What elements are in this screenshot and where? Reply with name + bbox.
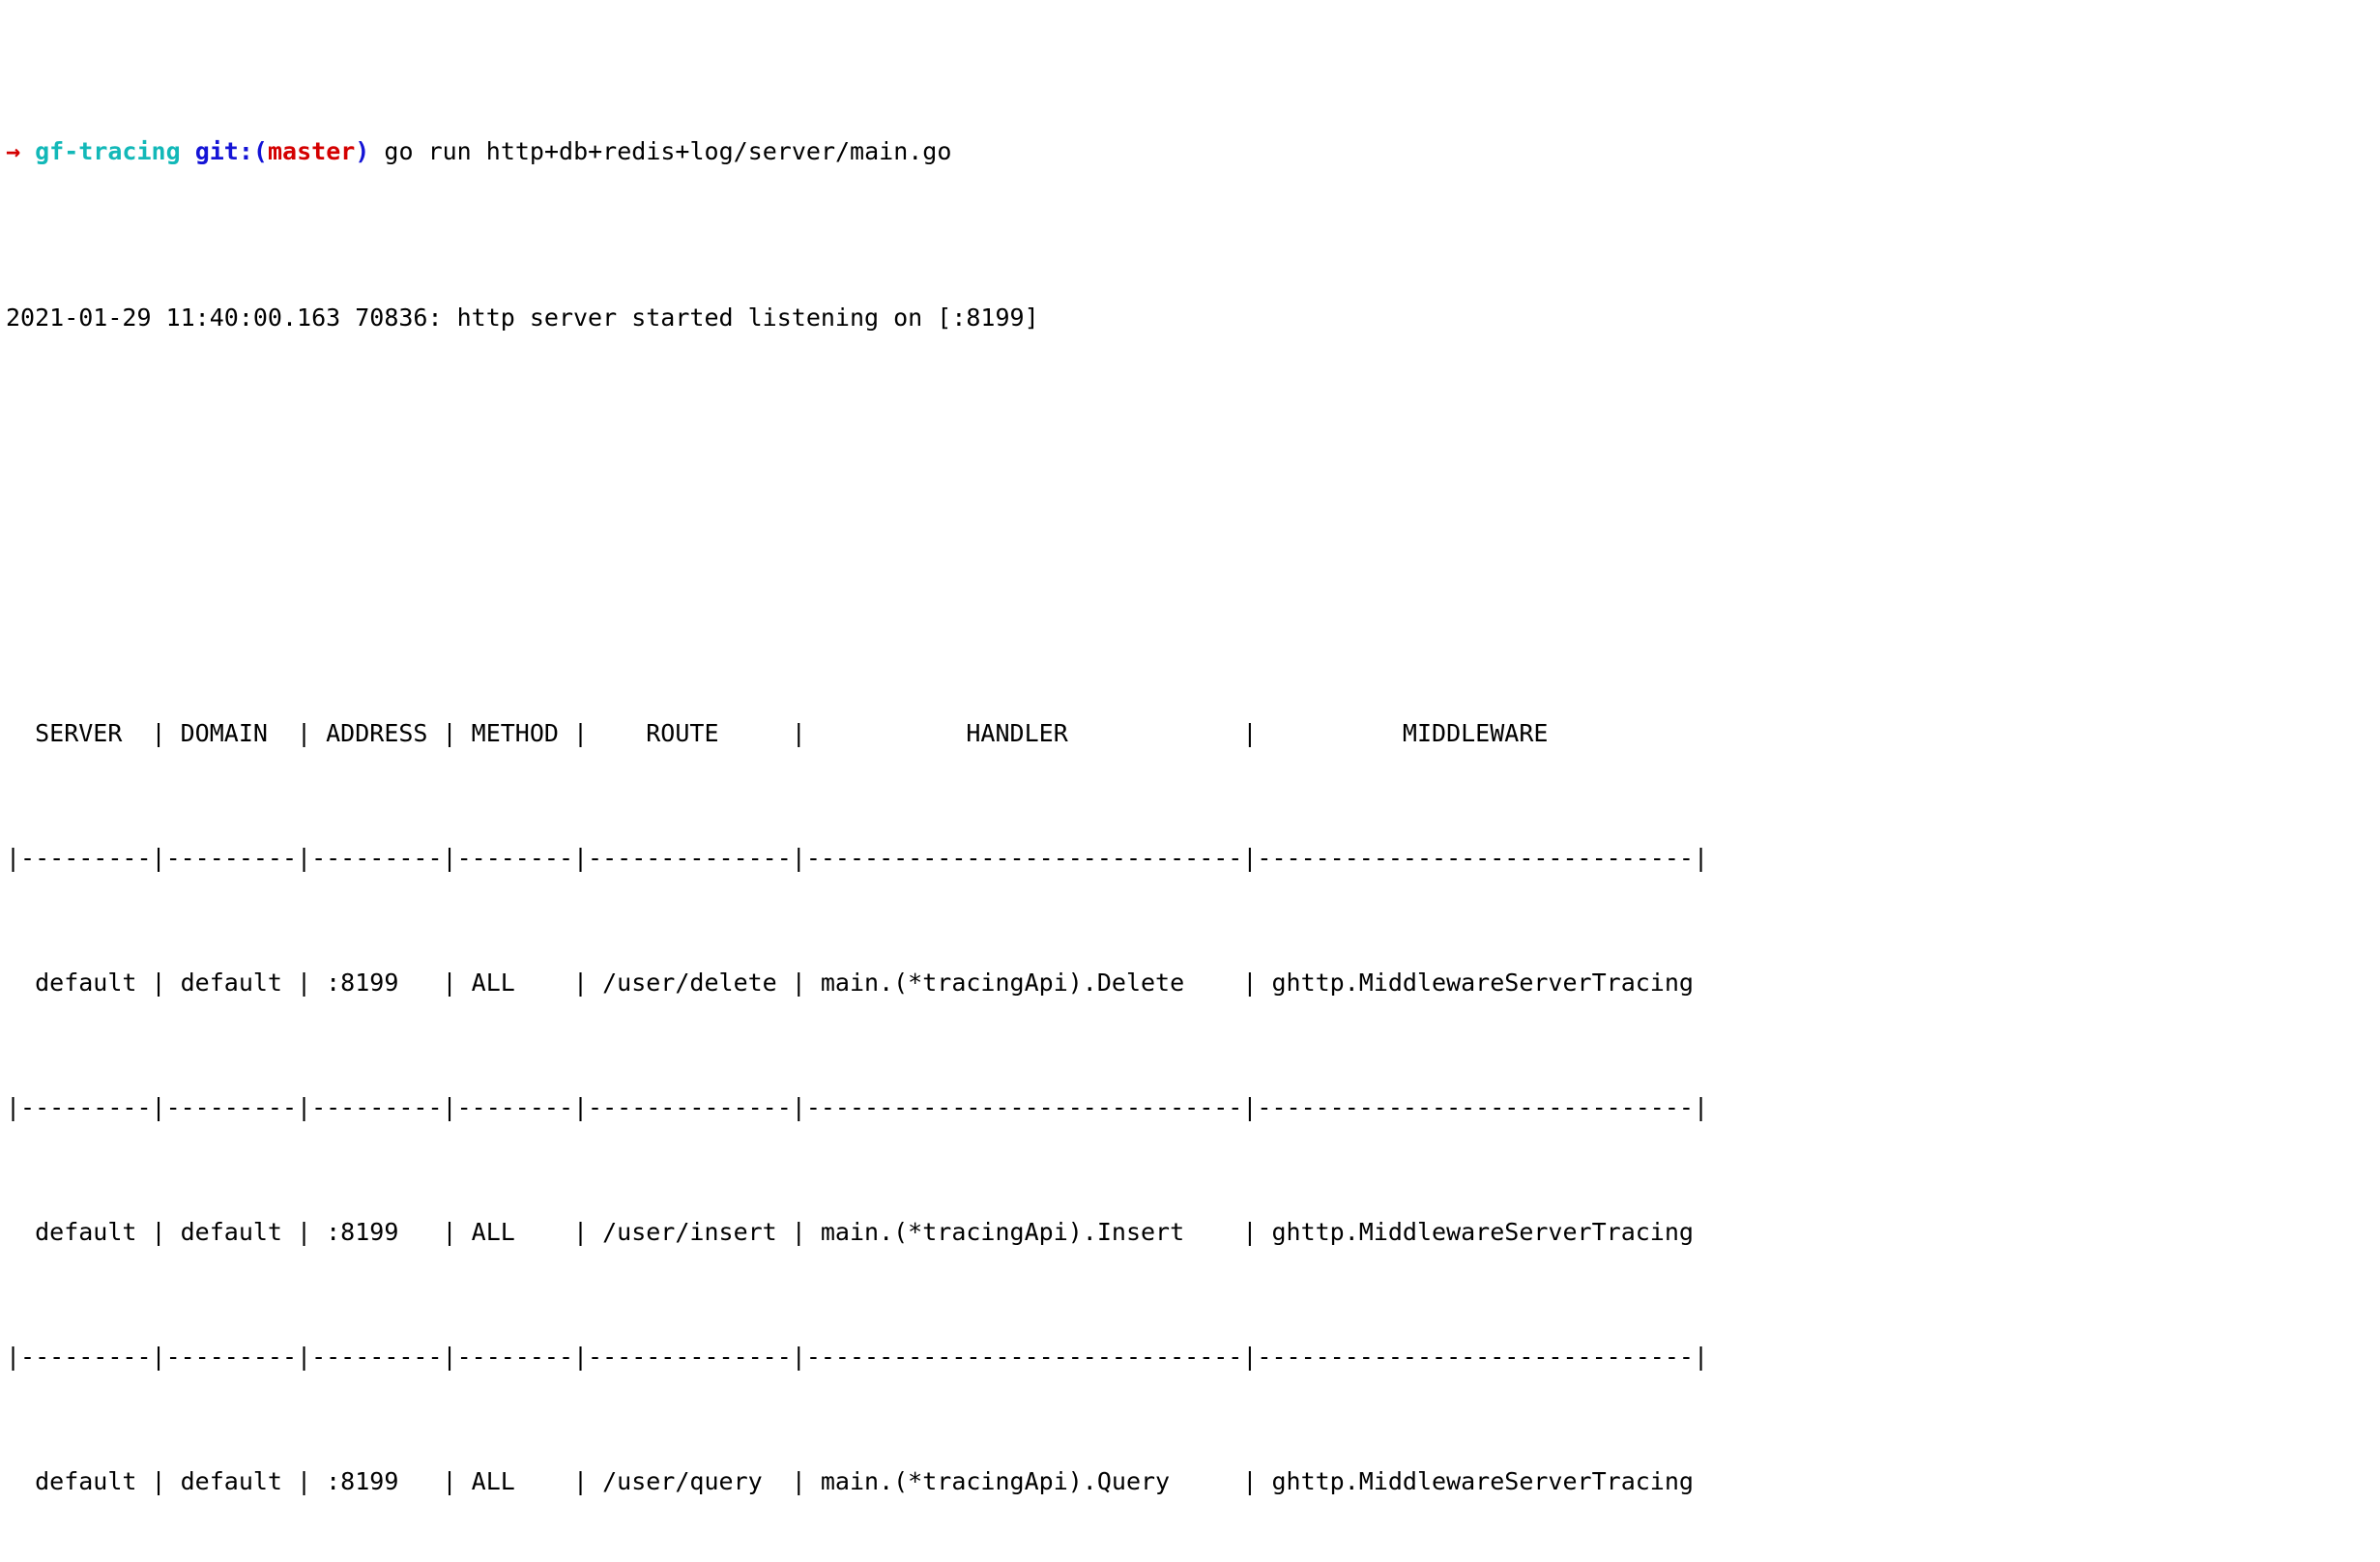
route-table-row-insert: default | default | :8199 | ALL | /user/…: [6, 1218, 1708, 1246]
route-table-header: SERVER | DOMAIN | ADDRESS | METHOD | ROU…: [6, 719, 1694, 747]
prompt-repo-name: gf-tracing: [35, 137, 181, 165]
prompt-space-2: [181, 137, 195, 165]
startup-log-line: 2021-01-29 11:40:00.163 70836: http serv…: [6, 304, 1039, 332]
prompt-paren-open: (: [252, 137, 268, 165]
prompt-git-label: git:: [194, 137, 253, 165]
prompt-arrow-icon: →: [6, 137, 21, 165]
route-table-separator-1: |---------|---------|---------|--------|…: [6, 1093, 1708, 1121]
route-table-row-query: default | default | :8199 | ALL | /user/…: [6, 1467, 1708, 1495]
route-table-separator-2: |---------|---------|---------|--------|…: [6, 1343, 1708, 1371]
route-table: SERVER | DOMAIN | ADDRESS | METHOD | ROU…: [0, 629, 2380, 1562]
prompt-branch-name: master: [267, 137, 356, 165]
route-table-row-delete: default | default | :8199 | ALL | /user/…: [6, 969, 1708, 997]
terminal-window[interactable]: → gf-tracing git:(master) go run http+db…: [0, 0, 2380, 1495]
prompt-space-1: [20, 137, 35, 165]
prompt-line: → gf-tracing git:(master) go run http+db…: [0, 130, 2380, 172]
prompt-command-text: go run http+db+redis+log/server/main.go: [369, 137, 952, 165]
prompt-paren-close: ): [355, 137, 370, 165]
blank-line-1: [0, 463, 2380, 505]
route-table-separator-0: |---------|---------|---------|--------|…: [6, 844, 1708, 872]
